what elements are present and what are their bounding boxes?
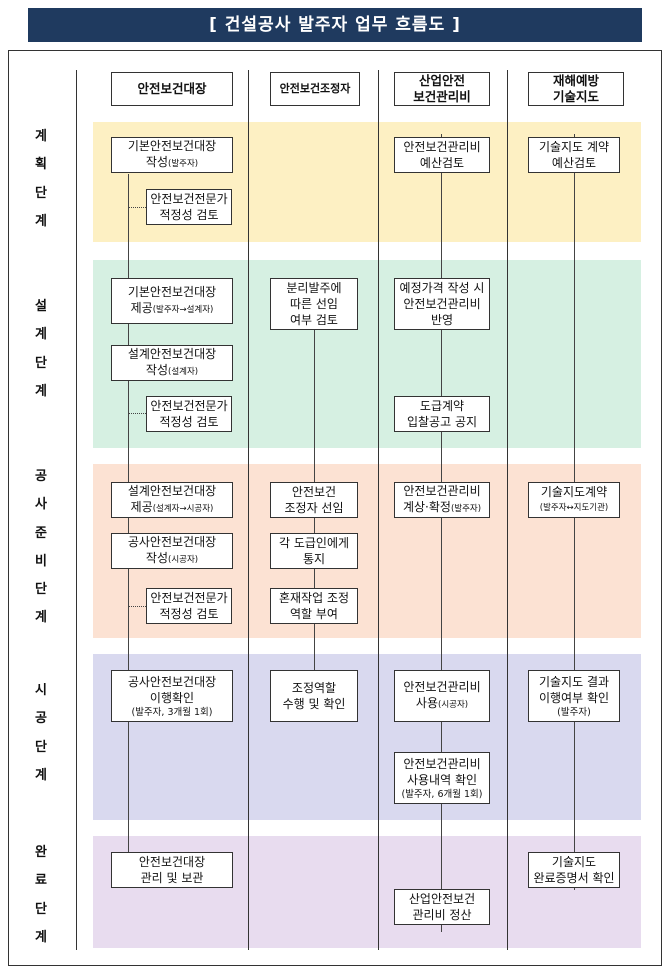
page-title: [ 건설공사 발주자 업무 흐름도 ] [28,8,642,42]
flow-line [128,174,129,214]
column-divider [76,70,77,950]
diagram-frame [8,50,662,966]
column-divider [507,70,508,950]
flow-line [128,174,129,886]
column-divider [378,70,379,950]
column-header-safety-ledger: 안전보건대장 [111,72,233,106]
flow-line [128,413,146,414]
box-guidance-contract: 기술지도계약(발주자↔지도기관) [528,482,620,518]
flow-line [441,134,442,932]
flow-line [128,207,146,208]
column-header-coordinator: 안전보건조정자 [270,72,360,106]
flow-line [128,606,146,607]
column-divider [248,70,249,950]
